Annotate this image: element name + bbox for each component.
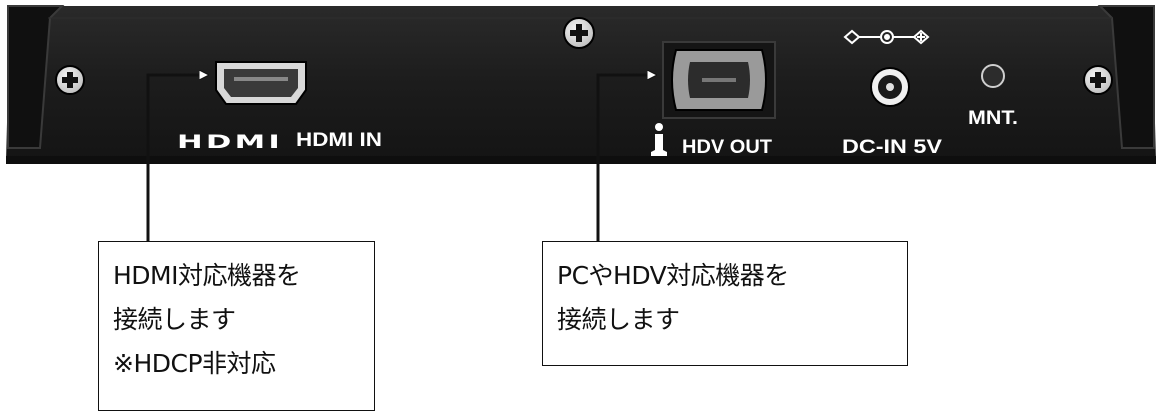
right-bezel xyxy=(1097,5,1155,149)
hdmi-leader-line xyxy=(146,75,208,241)
screw-top xyxy=(563,17,595,49)
hdmi-in-port xyxy=(215,61,307,105)
dc-in-jack xyxy=(870,67,910,107)
left-bezel xyxy=(7,5,65,149)
hdmi-callout-box: HDMI対応機器を 接続します ※HDCP非対応 xyxy=(98,241,375,411)
screw-left xyxy=(55,65,85,95)
hdv-callout-line-1: PCやHDV対応機器を xyxy=(557,261,789,290)
dc-in-label: DC-IN 5V xyxy=(842,137,942,158)
hdv-out-port xyxy=(662,41,776,119)
hdmi-callout-line-2: 接続します xyxy=(113,305,236,334)
screw-right xyxy=(1083,65,1113,95)
hdmi-callout-line-3: ※HDCP非対応 xyxy=(113,349,276,378)
hdv-leader-line xyxy=(596,75,656,241)
hdmi-in-label: HDMI IN xyxy=(296,130,382,151)
hdv-out-label: HDV OUT xyxy=(682,137,772,158)
hdv-callout-box: PCやHDV対応機器を 接続します xyxy=(542,241,908,366)
mnt-button xyxy=(981,64,1005,88)
device-panel xyxy=(6,5,1156,164)
hdmi-logo: HDMI xyxy=(177,131,283,153)
info-icon xyxy=(651,123,667,156)
hdv-callout-line-2: 接続します xyxy=(557,305,680,334)
dc-polarity-icon xyxy=(843,29,930,45)
hdmi-callout-line-1: HDMI対応機器を xyxy=(113,261,301,290)
mnt-label: MNT. xyxy=(968,108,1018,129)
